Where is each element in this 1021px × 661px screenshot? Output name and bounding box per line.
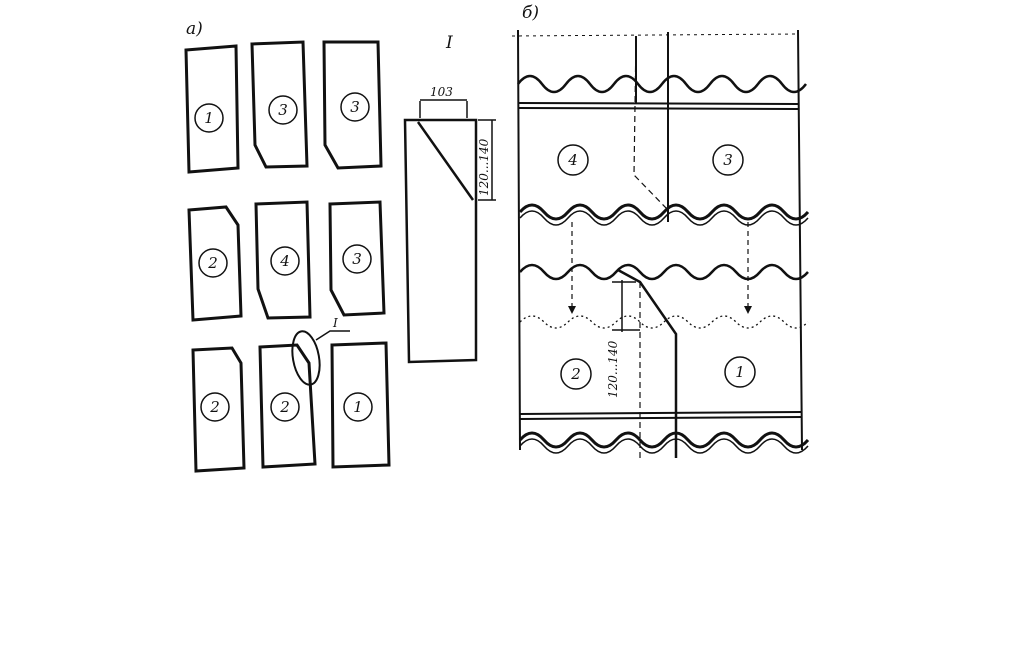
sheet-number: 3	[350, 98, 360, 116]
sheet-number: 2	[209, 398, 220, 416]
sheet-r3c1: 2	[191, 346, 246, 473]
roof-layout	[511, 29, 810, 458]
detail-drawing	[403, 99, 496, 364]
sheet-r1c2: 3	[250, 40, 309, 169]
panel-label-a: а)	[186, 19, 203, 39]
sheet-number: 3	[352, 250, 362, 268]
sheet-r1c3: 3	[322, 40, 383, 170]
layout-sheet-top-left: 4	[557, 144, 589, 176]
detail-title: I	[445, 33, 453, 53]
sheet-number: 2	[207, 254, 218, 272]
layout-sheet-bottom-right: 1	[724, 356, 756, 388]
sheet-number: 1	[735, 363, 745, 381]
sheet-r1c1: 1	[184, 44, 240, 174]
detail-width-dim: 103	[430, 85, 453, 99]
sheet-r3c2: 2	[258, 343, 317, 469]
sheet-number: 1	[353, 398, 363, 416]
layout-sheet-top-right: 3	[712, 144, 744, 176]
sheet-number: 2	[279, 398, 290, 416]
sheet-number: 4	[279, 252, 290, 270]
panel-label-b: б)	[522, 3, 539, 23]
layout-sheet-bottom-left: 2	[560, 358, 592, 390]
detail-callout-label: I	[332, 316, 338, 330]
sheet-number: 1	[204, 109, 214, 127]
layout-dim: 120...140	[606, 340, 620, 398]
sheet-number: 4	[567, 151, 578, 169]
detail-callout: I	[291, 316, 350, 386]
sheet-r2c2: 4	[254, 200, 312, 320]
sheet-r2c1: 2	[187, 205, 243, 322]
sheet-r2c3: 3	[328, 200, 386, 317]
detail-height-dim: 120...140	[477, 138, 491, 196]
sheet-r3c3: 1	[330, 341, 391, 469]
sheet-number: 2	[570, 365, 581, 383]
sheet-number: 3	[278, 101, 288, 119]
sheet-number: 3	[723, 151, 733, 169]
